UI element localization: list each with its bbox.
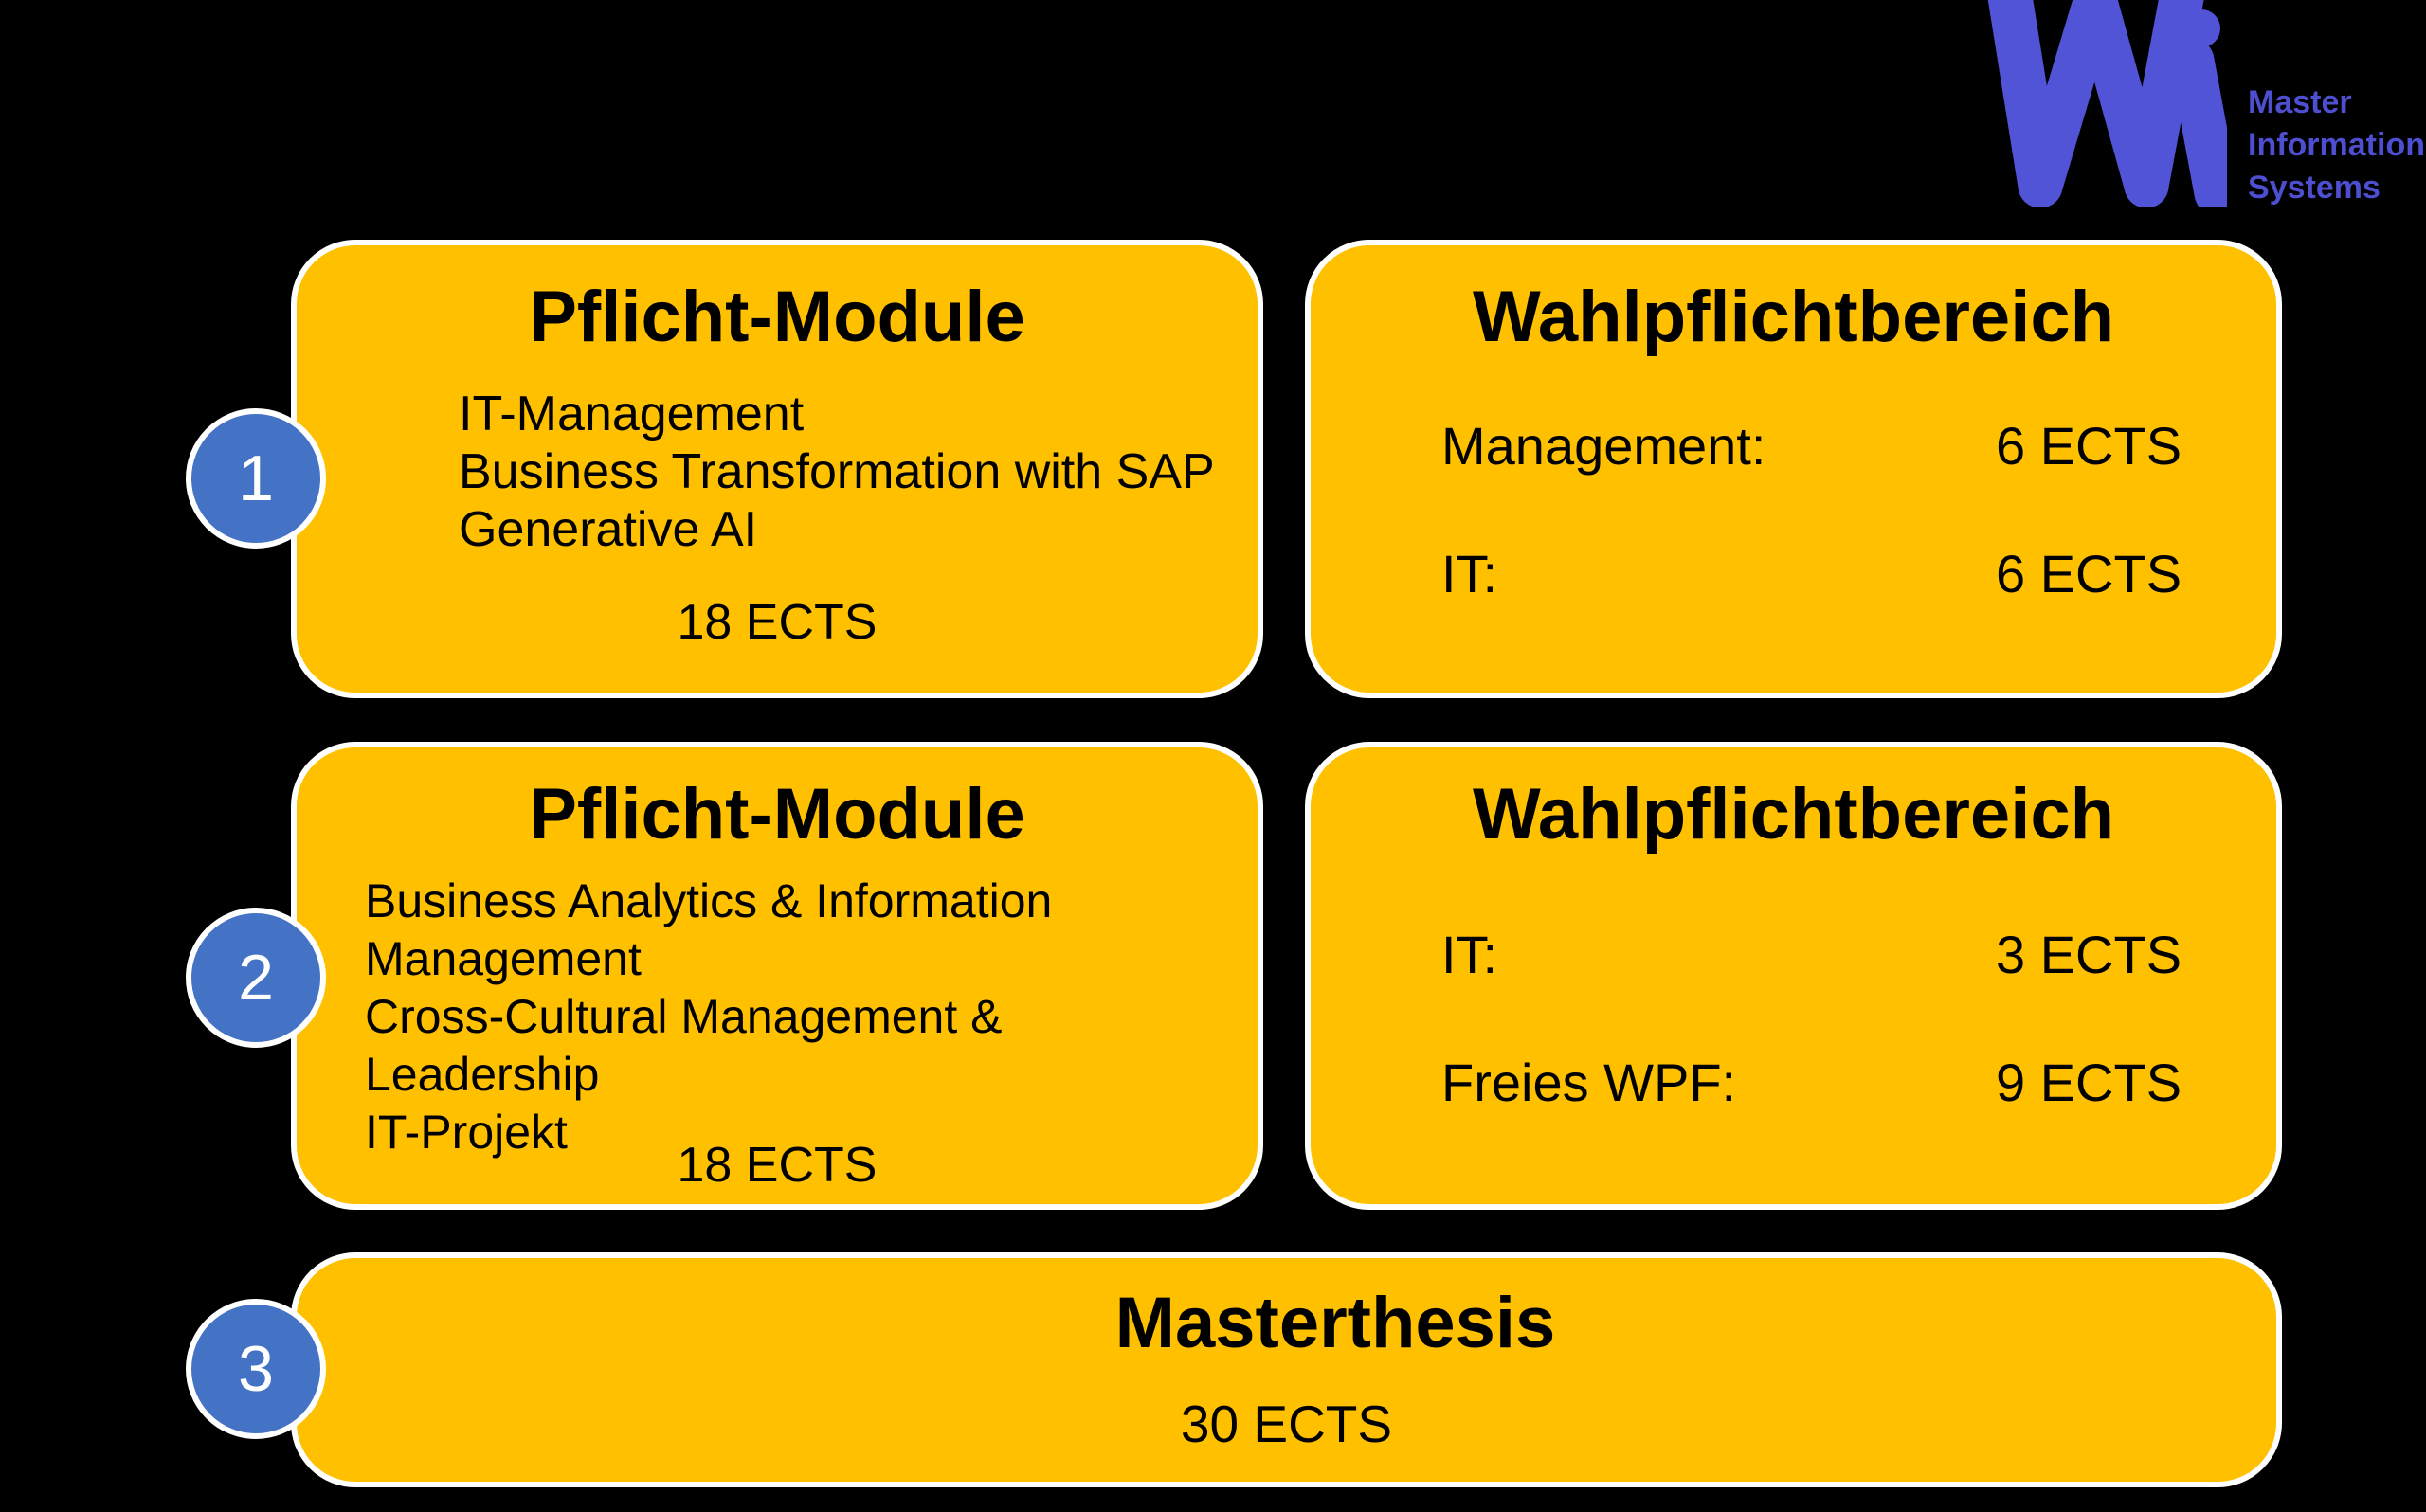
module-list: Business Analytics & Information Managem… (365, 873, 1208, 1161)
logo-text-line: Systems (2248, 170, 2381, 206)
module-item: IT-Projekt (365, 1106, 568, 1159)
box-pflicht-module-1: Pflicht-Module IT-Management Business Tr… (291, 240, 1263, 698)
box-title: Wahlpflichtbereich (1472, 774, 2115, 855)
logo-text: Master Information Systems (2248, 81, 2425, 209)
module-list: IT-Management Business Transformation wi… (459, 386, 1274, 559)
wpf-value: 6 ECTS (1996, 544, 2182, 603)
logo-text-line: Master (2248, 84, 2352, 120)
box-title: Masterthesis (1114, 1283, 1556, 1363)
wpf-row: IT: 6 ECTS (1311, 548, 2276, 604)
module-item: IT-Management (459, 387, 805, 441)
wpf-row: Freies WPF: 9 ECTS (1311, 1056, 2276, 1113)
module-item: Business Analytics & Information Managem… (365, 874, 1053, 985)
module-item: Generative AI (459, 502, 758, 557)
box-title: Pflicht-Module (529, 277, 1025, 357)
box-wahlpflichtbereich-2: Wahlpflichtbereich IT: 3 ECTS Freies WPF… (1305, 742, 2282, 1210)
wpf-value: 3 ECTS (1996, 925, 2182, 984)
ects-total: 30 ECTS (1180, 1395, 1393, 1453)
wi-monogram-icon (1987, 0, 2227, 207)
logo-text-line: Information (2248, 127, 2425, 163)
wpf-label: Management: (1441, 416, 1766, 476)
ects-total: 18 ECTS (677, 1138, 878, 1193)
step-circle-2: 2 (186, 908, 326, 1048)
step-number: 2 (238, 942, 274, 1014)
step-number: 3 (238, 1333, 274, 1405)
step-circle-3: 3 (186, 1299, 326, 1439)
wpf-label: IT: (1441, 925, 1498, 984)
wpf-label: Freies WPF: (1441, 1053, 1737, 1112)
wpf-row: IT: 3 ECTS (1311, 928, 2276, 985)
box-masterthesis: Masterthesis 30 ECTS (291, 1252, 2282, 1487)
box-title: Pflicht-Module (529, 774, 1025, 855)
wpf-label: IT: (1441, 544, 1498, 603)
step-circle-1: 1 (186, 408, 326, 549)
wpf-row: Management: 6 ECTS (1311, 420, 2276, 477)
step-number: 1 (238, 442, 274, 514)
box-title: Wahlpflichtbereich (1472, 277, 2115, 357)
wpf-value: 6 ECTS (1996, 416, 2182, 476)
module-item: Cross-Cultural Management & Leadership (365, 990, 1003, 1101)
ects-total: 18 ECTS (677, 595, 878, 650)
program-logo: Master Information Systems (1962, 0, 2426, 227)
box-wahlpflichtbereich-1: Wahlpflichtbereich Management: 6 ECTS IT… (1305, 240, 2282, 698)
wpf-value: 9 ECTS (1996, 1053, 2182, 1112)
box-pflicht-module-2: Pflicht-Module Business Analytics & Info… (291, 742, 1263, 1210)
module-item: Business Transformation with SAP (459, 444, 1215, 499)
